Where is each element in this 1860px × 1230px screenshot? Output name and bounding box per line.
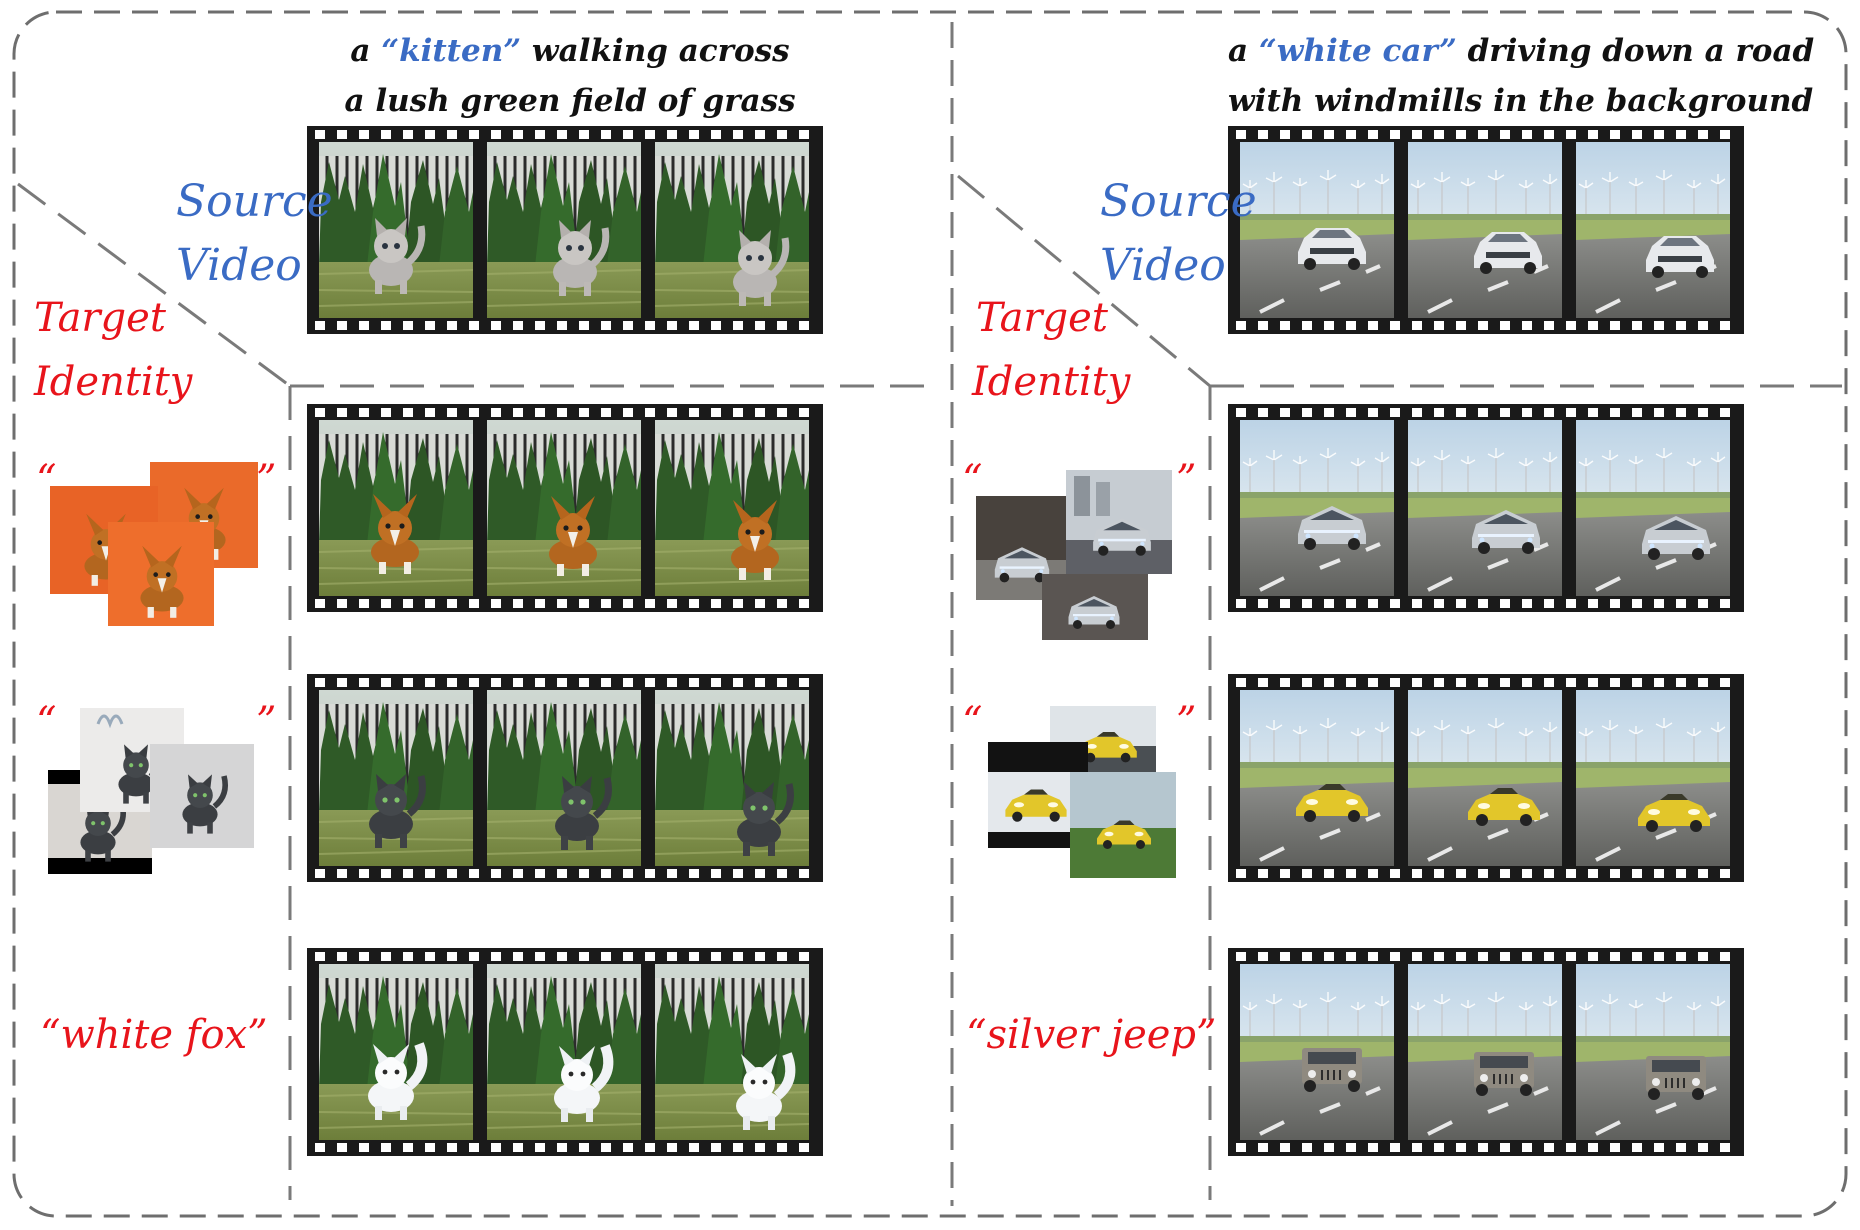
left-prompt-line-2: a lush green field of grass xyxy=(344,83,796,119)
left-target-label-2: Identity xyxy=(34,359,193,405)
reference-photo xyxy=(108,522,214,626)
right-result-film-strip-jeep xyxy=(1228,948,1744,1156)
film-frame xyxy=(1574,418,1732,598)
right-region-divider xyxy=(957,174,1842,1200)
film-frame xyxy=(1238,962,1396,1142)
left-result-film-strip-corgi xyxy=(307,404,823,612)
reference-photo xyxy=(1070,772,1176,878)
right-prompt-subject: “white car” xyxy=(1258,33,1457,69)
yellow-car-open-quote: “ xyxy=(962,699,983,745)
cat-close-quote: ” xyxy=(256,699,277,745)
left-source-label-1: Source xyxy=(176,176,333,227)
left-source-label-2: Video xyxy=(176,240,302,291)
cat-open-quote: “ xyxy=(36,699,57,745)
cat-reference-images xyxy=(48,708,254,874)
film-frame xyxy=(317,418,475,598)
film-frame xyxy=(317,688,475,868)
film-frame xyxy=(317,962,475,1142)
left-prompt-prefix: a xyxy=(350,33,382,69)
reference-photo xyxy=(1066,470,1172,574)
film-frame xyxy=(485,418,643,598)
right-prompt-line-1: a “white car” driving down a road xyxy=(1228,26,1814,76)
right-source-film-strip xyxy=(1228,126,1744,334)
yellow-car-reference-images xyxy=(988,706,1176,878)
right-prompt-suffix: driving down a road xyxy=(1456,33,1815,69)
right-source-label-2: Video xyxy=(1100,240,1226,291)
film-frame xyxy=(1574,140,1732,320)
film-frame xyxy=(1238,688,1396,868)
left-region-divider xyxy=(17,182,940,1200)
right-result-film-strip-cybertruck xyxy=(1228,404,1744,612)
yellow-car-close-quote: ” xyxy=(1176,699,1197,745)
corgi-reference-images xyxy=(50,462,258,626)
left-target-label-1: Target xyxy=(34,295,166,341)
silver-jeep-target-text: “silver jeep” xyxy=(966,1012,1217,1058)
corgi-open-quote: “ xyxy=(36,457,57,503)
cybertruck-reference-images xyxy=(976,470,1172,640)
film-frame xyxy=(1238,140,1396,320)
cybertruck-open-quote: “ xyxy=(962,457,983,503)
film-frame xyxy=(653,962,811,1142)
white-fox-target-text: “white fox” xyxy=(40,1012,268,1058)
film-frame xyxy=(1406,418,1564,598)
right-source-label-1: Source xyxy=(1100,176,1257,227)
cybertruck-close-quote: ” xyxy=(1176,457,1197,503)
left-result-film-strip-fox xyxy=(307,948,823,1156)
film-frame xyxy=(317,140,475,320)
film-frame xyxy=(1574,688,1732,868)
film-frame xyxy=(485,140,643,320)
film-frame xyxy=(653,688,811,868)
left-result-film-strip-cat xyxy=(307,674,823,882)
film-frame xyxy=(653,140,811,320)
left-prompt-line-1: a “kitten” walking across xyxy=(310,26,830,76)
reference-photo xyxy=(150,744,254,848)
left-source-film-strip xyxy=(307,126,823,334)
left-prompt-subject: “kitten” xyxy=(381,33,522,69)
film-frame xyxy=(1574,962,1732,1142)
corgi-close-quote: ” xyxy=(256,457,277,503)
film-frame xyxy=(1238,418,1396,598)
film-frame xyxy=(485,962,643,1142)
right-prompt-prefix: a xyxy=(1228,33,1259,69)
film-frame xyxy=(485,688,643,868)
film-frame xyxy=(1406,140,1564,320)
film-frame xyxy=(1406,962,1564,1142)
film-frame xyxy=(1406,688,1564,868)
left-prompt-suffix: walking across xyxy=(521,33,790,69)
right-target-label-1: Target xyxy=(976,295,1108,341)
reference-photo xyxy=(1042,574,1148,640)
right-result-film-strip-yellow-car xyxy=(1228,674,1744,882)
right-prompt-line-2: with windmills in the background xyxy=(1228,83,1814,119)
outer-border xyxy=(12,10,1848,1218)
film-frame xyxy=(653,418,811,598)
right-target-label-2: Identity xyxy=(972,359,1131,405)
